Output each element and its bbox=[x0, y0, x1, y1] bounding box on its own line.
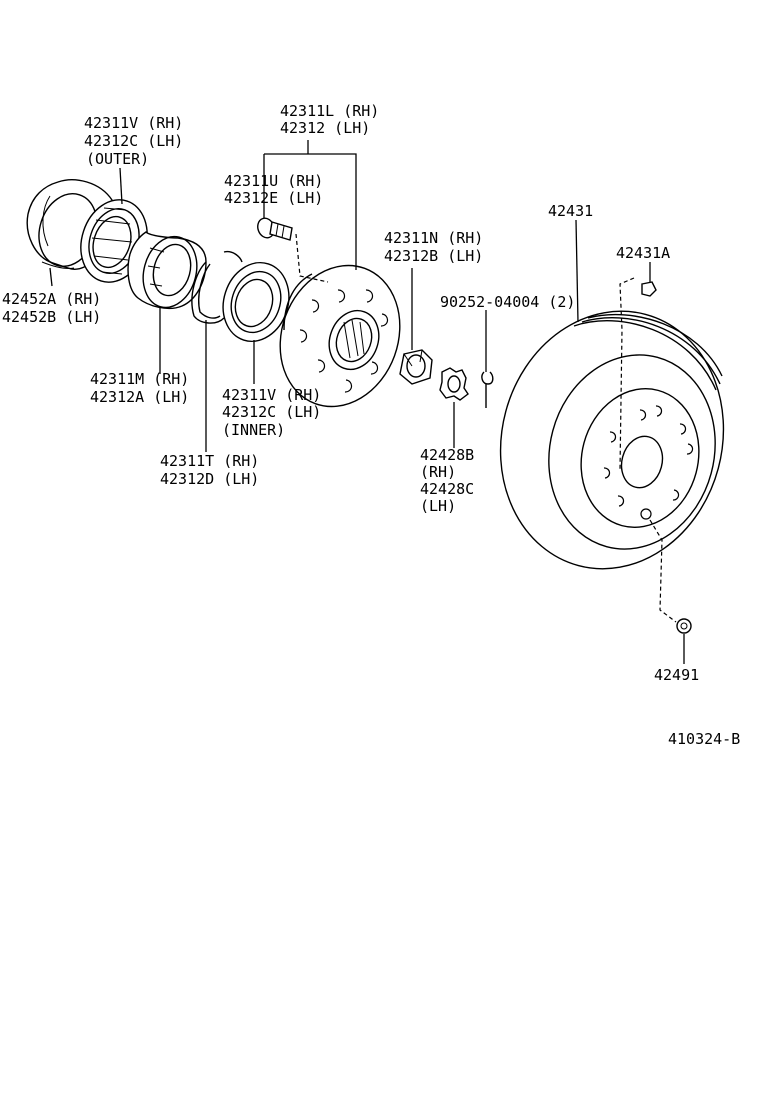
label-hub: 42311L (RH) 42312 (LH) bbox=[280, 102, 388, 137]
leader-lines bbox=[49, 140, 685, 664]
label-disc-screw: 42431A bbox=[616, 244, 670, 262]
label-disc: 42431 bbox=[548, 202, 593, 220]
bearing-icon bbox=[127, 231, 207, 310]
label-nut: 42311N (RH) 42312B (LH) bbox=[384, 229, 492, 265]
label-outer-bearing: 42311V (RH) 42312C (LH) (OUTER) bbox=[84, 114, 192, 168]
plug-icon bbox=[649, 519, 692, 634]
label-inner-bearing: 42311V (RH) 42312C (LH) (INNER) bbox=[222, 386, 330, 439]
label-bearing-case: 42311M (RH) 42312A (LH) bbox=[90, 370, 198, 406]
hex-nut-icon bbox=[399, 349, 433, 385]
diagram-code: 410324-B bbox=[668, 730, 740, 748]
hub-bolt-icon bbox=[257, 217, 293, 241]
wheel-hub-icon bbox=[279, 264, 401, 408]
snap-ring-icon bbox=[191, 250, 243, 324]
label-seal: 42452A (RH) 42452B (LH) bbox=[2, 290, 110, 326]
label-plug: 42491 bbox=[654, 666, 699, 684]
label-snap-ring: 42311T (RH) 42312D (LH) bbox=[160, 452, 268, 488]
bearing-icon bbox=[222, 261, 290, 343]
label-bolt: 42311U (RH) 42312E (LH) bbox=[224, 172, 332, 207]
cotter-pin-icon bbox=[481, 371, 494, 408]
label-nut-lock: 42428B (RH) 42428C (LH) bbox=[420, 446, 483, 515]
brake-disc-icon bbox=[499, 310, 725, 570]
nut-lock-icon bbox=[439, 367, 469, 401]
screw-icon bbox=[619, 277, 657, 471]
label-cotter-pin: 90252-04004 (2) bbox=[440, 293, 575, 311]
